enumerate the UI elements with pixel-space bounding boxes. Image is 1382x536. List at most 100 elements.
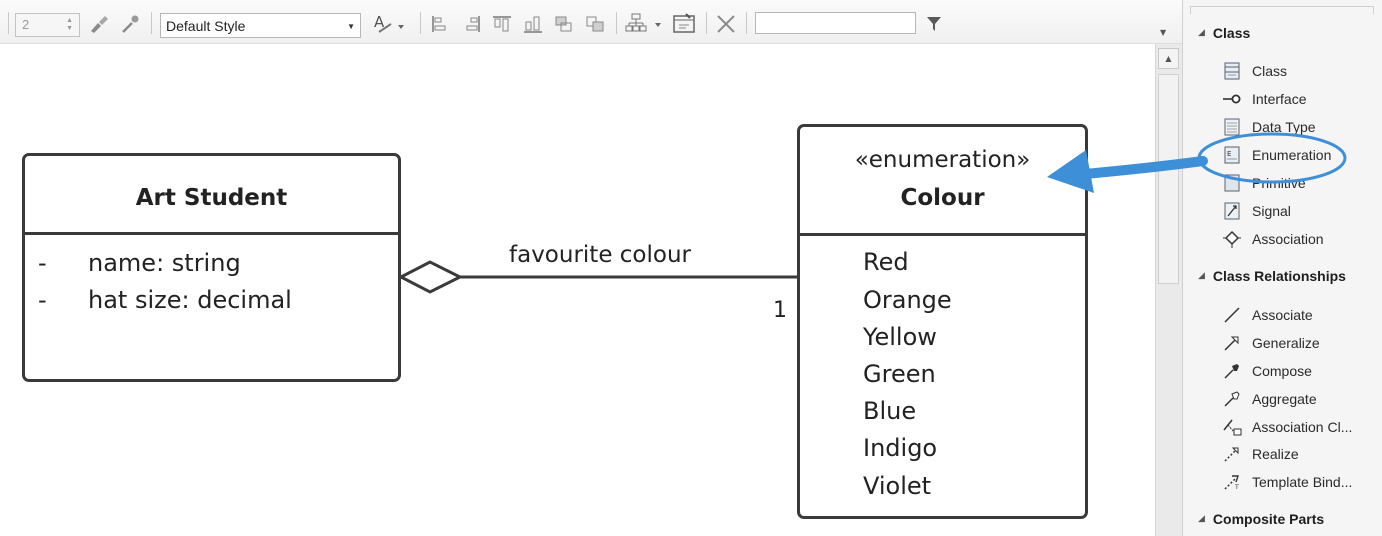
colour-enumeration[interactable] xyxy=(797,124,1088,519)
same-width-icon[interactable] xyxy=(551,12,577,36)
association-role-label[interactable]: favourite colour xyxy=(509,242,691,268)
toolbox-group-composite-parts[interactable]: ◢ Composite Parts xyxy=(1198,511,1324,527)
toolbox-item-template-binding[interactable]: T Template Bind... xyxy=(1222,472,1352,492)
art-student-class-name: Art Student xyxy=(135,185,288,211)
font-color-icon[interactable]: A xyxy=(370,11,408,37)
layout-tree-icon[interactable] xyxy=(624,11,668,37)
toolbox-item-label: Realize xyxy=(1252,446,1299,462)
association-multiplicity: 1 xyxy=(773,298,787,323)
toolbox-item-primitive[interactable]: Primitive xyxy=(1222,173,1306,193)
toolbox-group-class[interactable]: ◢ Class xyxy=(1198,25,1250,41)
enum-literal-orange: Orange xyxy=(863,286,952,314)
toolbox-item-label: Primitive xyxy=(1252,175,1306,191)
toolbox-item-label: Association Cl... xyxy=(1252,419,1353,435)
art-student-class[interactable] xyxy=(22,153,401,382)
association-class-icon xyxy=(1222,417,1242,437)
scrollbar-thumb[interactable] xyxy=(1158,74,1179,284)
enum-literal-blue: Blue xyxy=(863,397,917,425)
filter-icon[interactable] xyxy=(922,12,946,36)
toolbox-item-association-class[interactable]: Association Cl... xyxy=(1222,417,1352,437)
diagram-toolbar: 2 ▲▼ Default Style ▼ A xyxy=(0,0,1182,44)
toolbox-item-label: Association xyxy=(1252,231,1324,247)
toolbox-header-frame xyxy=(1190,6,1374,14)
toolbox-item-label: Associate xyxy=(1252,307,1313,323)
spin-arrows-icon[interactable]: ▲▼ xyxy=(66,17,73,32)
toolbox-item-realize[interactable]: Realize xyxy=(1222,444,1299,464)
align-top-icon[interactable] xyxy=(489,12,515,36)
collapse-triangle-icon: ◢ xyxy=(1198,28,1205,38)
zoom-level-stepper[interactable]: 2 ▲▼ xyxy=(15,13,80,37)
toolbar-separator xyxy=(420,12,421,34)
zoom-level-value: 2 xyxy=(22,17,30,32)
same-height-icon[interactable] xyxy=(582,12,608,36)
collapse-triangle-icon: ◢ xyxy=(1198,514,1205,524)
data-type-icon xyxy=(1222,117,1242,137)
associate-icon xyxy=(1222,305,1242,325)
delete-icon[interactable] xyxy=(712,12,740,36)
align-bottom-icon[interactable] xyxy=(520,12,546,36)
attribute-hat-size: hat size: decimal xyxy=(88,286,292,314)
primitive-icon xyxy=(1222,173,1242,193)
toolbox-item-associate[interactable]: Associate xyxy=(1222,305,1313,325)
class-compartment-divider xyxy=(25,232,398,235)
attribute-visibility: - xyxy=(38,286,47,314)
enum-literal-indigo: Indigo xyxy=(863,434,938,462)
svg-text:A: A xyxy=(374,13,385,31)
toolbox-item-label: Generalize xyxy=(1252,335,1320,351)
toolbox-item-generalize[interactable]: Generalize xyxy=(1222,333,1320,353)
toolbar-separator xyxy=(151,12,152,34)
association-diamond-icon xyxy=(1222,229,1242,249)
paint-brush-icon[interactable] xyxy=(86,12,112,36)
toolbox-item-label: Signal xyxy=(1252,203,1291,219)
aggregate-icon xyxy=(1222,389,1242,409)
toolbar-separator xyxy=(616,12,617,34)
enum-literal-yellow: Yellow xyxy=(863,323,937,351)
toolbox-item-label: Template Bind... xyxy=(1252,474,1353,490)
align-right-icon[interactable] xyxy=(458,12,484,36)
toolbox-group-title: Class Relationships xyxy=(1212,268,1346,284)
aggregation-connector[interactable] xyxy=(0,0,1155,536)
scroll-up-arrow-icon[interactable]: ▲ xyxy=(1158,48,1179,69)
svg-text:T: T xyxy=(1234,484,1239,491)
toolbox-panel xyxy=(1182,0,1382,536)
style-select[interactable]: Default Style ▼ xyxy=(160,13,361,38)
toolbox-item-class[interactable]: Class xyxy=(1222,61,1287,81)
enumeration-stereotype: «enumeration» xyxy=(854,147,1031,173)
vertical-scrollbar[interactable]: ▲ xyxy=(1155,44,1182,536)
collapse-triangle-icon: ◢ xyxy=(1198,271,1205,281)
enum-literal-green: Green xyxy=(863,360,936,388)
toolbox-item-interface[interactable]: Interface xyxy=(1222,89,1306,109)
toolbox-item-enumeration[interactable]: E Enumeration xyxy=(1222,145,1331,165)
toolbox-group-title: Composite Parts xyxy=(1212,511,1325,527)
compose-icon xyxy=(1222,361,1242,381)
eyedropper-icon[interactable] xyxy=(117,12,143,36)
toolbox-item-association[interactable]: Association xyxy=(1222,229,1324,249)
signal-icon xyxy=(1222,201,1242,221)
enum-literal-violet: Violet xyxy=(863,472,932,500)
toolbox-group-class-relationships[interactable]: ◢ Class Relationships xyxy=(1198,268,1346,284)
attribute-visibility: - xyxy=(38,249,47,277)
toolbox-group-title: Class xyxy=(1212,25,1251,41)
toolbox-item-aggregate[interactable]: Aggregate xyxy=(1222,389,1317,409)
chevron-down-icon: ▼ xyxy=(347,22,355,31)
toolbar-separator xyxy=(746,12,747,34)
toolbox-item-label: Class xyxy=(1252,63,1288,79)
enum-literal-red: Red xyxy=(863,248,909,276)
diagram-properties-icon[interactable] xyxy=(670,12,698,36)
toolbar-separator xyxy=(8,12,9,34)
enumeration-compartment-divider xyxy=(800,233,1085,236)
toolbox-item-label: Compose xyxy=(1252,363,1312,379)
toolbox-item-signal[interactable]: Signal xyxy=(1222,201,1291,221)
toolbar-overflow-chevron-icon[interactable]: ▼ xyxy=(1160,28,1167,37)
style-select-value: Default Style xyxy=(166,18,246,34)
toolbox-item-compose[interactable]: Compose xyxy=(1222,361,1312,381)
toolbox-item-data-type[interactable]: Data Type xyxy=(1222,117,1316,137)
filter-input[interactable] xyxy=(755,12,916,34)
generalize-icon xyxy=(1222,333,1242,353)
aggregation-diamond-icon xyxy=(397,260,464,294)
align-left-icon[interactable] xyxy=(428,12,454,36)
template-binding-icon: T xyxy=(1222,472,1242,492)
colour-enumeration-name: Colour xyxy=(900,185,985,211)
attribute-name: name: string xyxy=(88,249,241,277)
svg-text:E: E xyxy=(1227,150,1231,158)
